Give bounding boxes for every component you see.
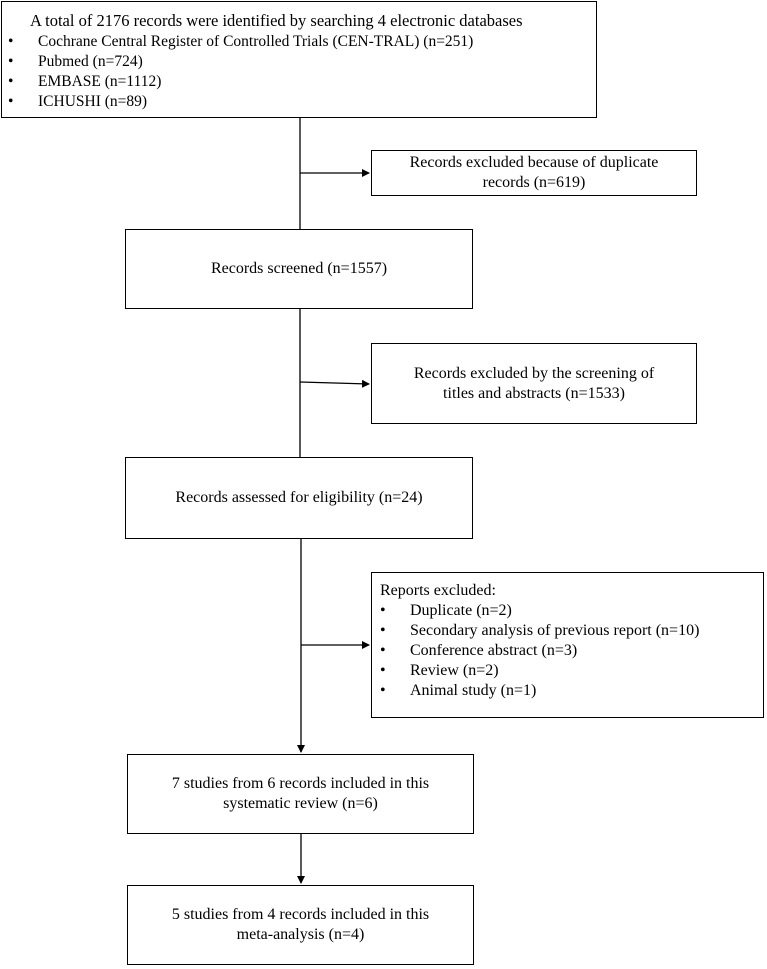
records-screened-box: Records screened (n=1557)	[125, 229, 473, 309]
reports-excluded-item-label: Animal study (n=1)	[410, 682, 537, 699]
reports-excluded-item-label: Secondary analysis of previous report (n…	[410, 622, 700, 639]
reports-excluded-item-label: Review (n=2)	[410, 662, 499, 679]
meta-analysis-box: 5 studies from 4 records included in thi…	[127, 885, 474, 965]
bullet: •	[8, 33, 14, 50]
screening-excluded-box: Records excluded by the screening of tit…	[371, 343, 697, 424]
meta-analysis-line2: meta-analysis (n=4)	[236, 926, 365, 943]
identification-title: A total of 2176 records were identified …	[30, 11, 523, 30]
arrow-to-screening-excluded	[299, 379, 370, 388]
duplicates-excluded-line2: records (n=619)	[482, 174, 586, 191]
database-item-label: Cochrane Central Register of Controlled …	[38, 33, 474, 50]
reports-excluded-item-label: Duplicate (n=2)	[410, 602, 512, 619]
screening-excluded-line2: titles and abstracts (n=1533)	[443, 384, 625, 402]
systematic-review-line1: 7 studies from 6 records included in thi…	[171, 775, 430, 792]
duplicates-excluded-line1: Records excluded because of duplicate	[409, 154, 659, 171]
bullet: •	[380, 682, 386, 699]
reports-excluded-item: • Review (n=2)	[380, 661, 755, 681]
bullet: •	[8, 93, 14, 110]
bullet: •	[380, 662, 386, 679]
database-item-label: EMBASE (n=1112)	[38, 73, 162, 90]
reports-excluded-title: Reports excluded:	[380, 582, 496, 599]
duplicates-excluded-box: Records excluded because of duplicate re…	[371, 150, 697, 196]
reports-excluded-item: • Conference abstract (n=3)	[380, 641, 755, 661]
reports-excluded-box: Reports excluded: • Duplicate (n=2) • Se…	[371, 572, 764, 718]
database-item-label: ICHUSHI (n=89)	[38, 93, 148, 110]
records-screened-text: Records screened (n=1557)	[210, 260, 388, 277]
bullet: •	[380, 622, 386, 639]
systematic-review-box: 7 studies from 6 records included in thi…	[127, 754, 474, 834]
screening-excluded-line1: Records excluded by the screening of	[413, 364, 655, 382]
database-item: • Cochrane Central Register of Controlle…	[8, 32, 590, 52]
systematic-review-line2: systematic review (n=6)	[223, 795, 378, 812]
identification-box: A total of 2176 records were identified …	[1, 1, 597, 118]
reports-excluded-item: • Animal study (n=1)	[380, 681, 755, 701]
database-item: • Pubmed (n=724)	[8, 52, 590, 72]
eligibility-text: Records assessed for eligibility (n=24)	[175, 489, 423, 506]
eligibility-box: Records assessed for eligibility (n=24)	[125, 457, 473, 539]
bullet: •	[380, 642, 386, 659]
meta-analysis-line1: 5 studies from 4 records included in thi…	[171, 906, 430, 923]
database-list: • Cochrane Central Register of Controlle…	[8, 32, 590, 112]
bullet: •	[8, 53, 14, 70]
reports-excluded-item-label: Conference abstract (n=3)	[410, 642, 578, 659]
reports-excluded-item: • Duplicate (n=2)	[380, 601, 755, 621]
bullet: •	[8, 73, 14, 90]
database-item: • EMBASE (n=1112)	[8, 72, 590, 92]
reports-excluded-list: • Duplicate (n=2) • Secondary analysis o…	[380, 601, 755, 701]
reports-excluded-item: • Secondary analysis of previous report …	[380, 621, 755, 641]
database-item: • ICHUSHI (n=89)	[8, 92, 590, 112]
bullet: •	[380, 602, 386, 619]
database-item-label: Pubmed (n=724)	[38, 53, 143, 70]
